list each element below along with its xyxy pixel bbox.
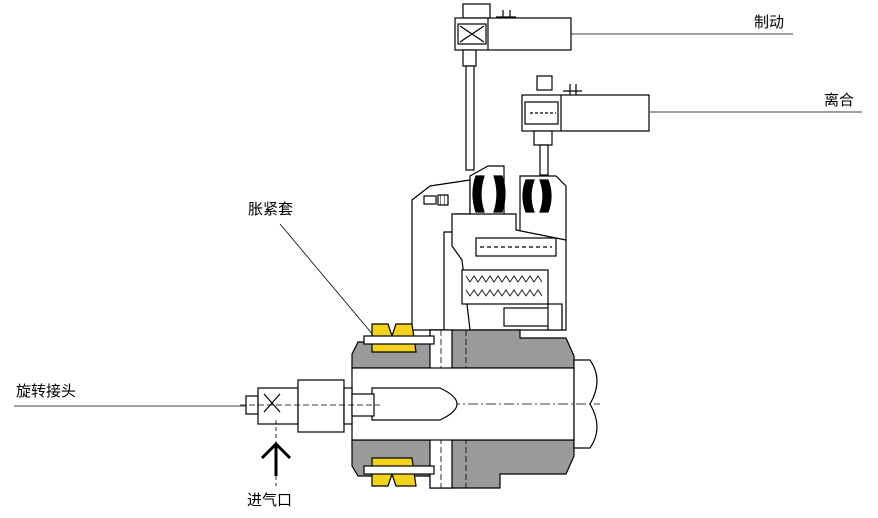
air-inlet-label: 进气口: [247, 491, 293, 509]
spring-coils: [465, 275, 543, 297]
clutch-label: 离合: [824, 91, 855, 109]
output-shaft: [351, 359, 600, 449]
rotary-joint: [240, 379, 380, 486]
sleeve-leader: [279, 223, 375, 337]
rotor-assembly: [411, 165, 567, 331]
expansion-sleeve-label: 胀紧套: [248, 200, 294, 218]
rotary-joint-label: 旋转接头: [16, 382, 77, 400]
air-inlet-arrow: [260, 441, 292, 476]
expansion-sleeves: [363, 323, 435, 487]
leader-lines: [14, 33, 862, 407]
brake-label: 制动: [754, 13, 785, 31]
brake-actuator: [454, 3, 572, 171]
clutch-actuator: [521, 75, 650, 176]
